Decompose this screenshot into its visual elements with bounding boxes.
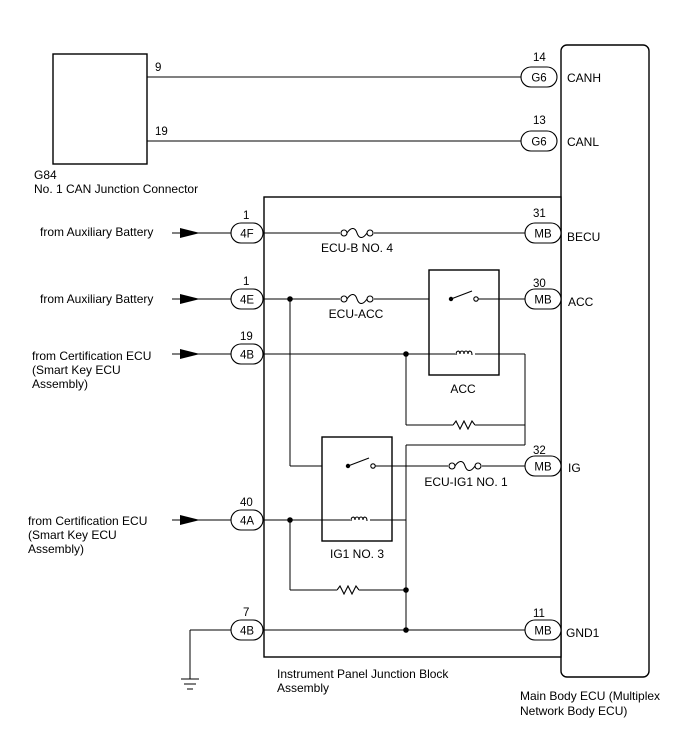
main-body-ecu-name-line2: Network Body ECU) — [520, 704, 627, 718]
input-4f-pin: 1 — [243, 210, 249, 222]
canh-line: 9 14 G6 CANH — [147, 52, 601, 88]
canh-signal-label: CANH — [567, 71, 601, 85]
output-gnd1-connector-code: MB — [534, 626, 552, 638]
becu-circuit: from Auxiliary Battery 1 4F ECU-B NO. 4 … — [40, 208, 600, 255]
output-acc-pin: 30 — [533, 278, 546, 290]
arrow-icon — [180, 349, 200, 359]
cert-ecu-1-source-line1: from Certification ECU — [32, 349, 151, 363]
canl-ecu-pin: 13 — [533, 115, 546, 127]
arrow-icon — [180, 294, 200, 304]
acc-relay-label: ACC — [450, 382, 476, 396]
output-becu-pin: 31 — [533, 208, 546, 220]
relay-switch-icon — [448, 290, 479, 302]
fuse-ecu-ig1-label: ECU-IG1 NO. 1 — [424, 475, 508, 489]
junction-block-box — [263, 196, 562, 658]
arrow-icon — [180, 228, 200, 238]
input-4a-connector-code: 4A — [240, 516, 254, 528]
output-acc-connector-oval — [524, 288, 562, 310]
cert-ecu-acc-circuit: from Certification ECU (Smart Key ECU As… — [32, 331, 525, 430]
input-4e-connector-code: 4E — [240, 295, 254, 307]
canl-g84-pin: 19 — [155, 126, 168, 138]
canl-connector-oval — [520, 130, 558, 152]
fuse-ecu-acc-label: ECU-ACC — [329, 307, 384, 321]
input-4b-upper-connector-code: 4B — [240, 350, 254, 362]
cert-ecu-2-source-line2: (Smart Key ECU — [28, 528, 117, 542]
cert-ecu-1-source-line2: (Smart Key ECU — [32, 363, 121, 377]
arrow-icon — [180, 515, 200, 525]
canh-g84-pin: 9 — [155, 62, 161, 74]
ig-circuit: ECU-IG1 NO. 1 32 MB IG IG1 NO. 3 — [321, 436, 581, 629]
junction-block-name-line1: Instrument Panel Junction Block — [277, 667, 449, 681]
canl-signal-label: CANL — [567, 135, 599, 149]
output-becu-connector-code: MB — [534, 229, 552, 241]
junction-dot — [403, 627, 409, 633]
canh-connector-oval — [520, 66, 558, 88]
output-gnd1-signal-label: GND1 — [566, 626, 600, 640]
ig1-relay-box — [321, 436, 393, 542]
can-junction-connector-box — [52, 53, 148, 165]
cert-ecu-1-source-line3: Assembly) — [32, 377, 88, 391]
junction-block-name-line2: Assembly — [277, 681, 329, 695]
junction-dot — [403, 587, 409, 593]
output-becu-signal-label: BECU — [567, 230, 600, 244]
becu-source-label: from Auxiliary Battery — [40, 225, 153, 239]
input-4e-pin: 1 — [243, 276, 249, 288]
output-gnd1-pin: 11 — [533, 608, 545, 620]
output-acc-signal-label: ACC — [568, 295, 594, 309]
input-4b-lower-connector-code: 4B — [240, 626, 254, 638]
input-4a-pin: 40 — [240, 497, 253, 509]
output-ig-connector-oval — [524, 455, 562, 477]
input-4b-upper-pin: 19 — [240, 331, 253, 343]
output-gnd1-connector-oval — [524, 619, 562, 641]
ground-icon — [181, 678, 199, 690]
output-ig-pin: 32 — [533, 445, 546, 457]
canh-ecu-pin: 14 — [533, 52, 546, 64]
fuse-ecu-b-label: ECU-B NO. 4 — [321, 241, 393, 255]
acc-source-label: from Auxiliary Battery — [40, 292, 153, 306]
input-4f-connector-code: 4F — [240, 229, 253, 241]
canl-connector-code: G6 — [531, 137, 546, 149]
canh-connector-code: G6 — [531, 73, 546, 85]
main-body-ecu-name-line1: Main Body ECU (Multiplex — [520, 689, 660, 703]
cert-ecu-2-source-line1: from Certification ECU — [28, 514, 147, 528]
ground-circuit: 7 4B 11 MB GND1 — [181, 607, 600, 690]
acc-relay-box — [428, 269, 500, 376]
acc-circuit: from Auxiliary Battery 1 4E ECU-ACC 30 M… — [40, 269, 594, 445]
cert-ecu-2-source-line3: Assembly) — [28, 542, 84, 556]
output-acc-connector-code: MB — [534, 295, 552, 307]
output-ig-connector-code: MB — [534, 462, 552, 474]
canl-line: 19 13 G6 CANL — [147, 115, 599, 152]
output-becu-connector-oval — [524, 222, 562, 244]
input-4b-lower-pin: 7 — [243, 607, 249, 619]
output-ig-signal-label: IG — [568, 461, 581, 475]
cert-ecu-ig-circuit: from Certification ECU (Smart Key ECU As… — [28, 497, 409, 595]
can-junction-connector-name: No. 1 CAN Junction Connector — [34, 182, 198, 196]
ig1-relay-label: IG1 NO. 3 — [330, 547, 384, 561]
can-junction-connector-code: G84 — [34, 168, 57, 182]
